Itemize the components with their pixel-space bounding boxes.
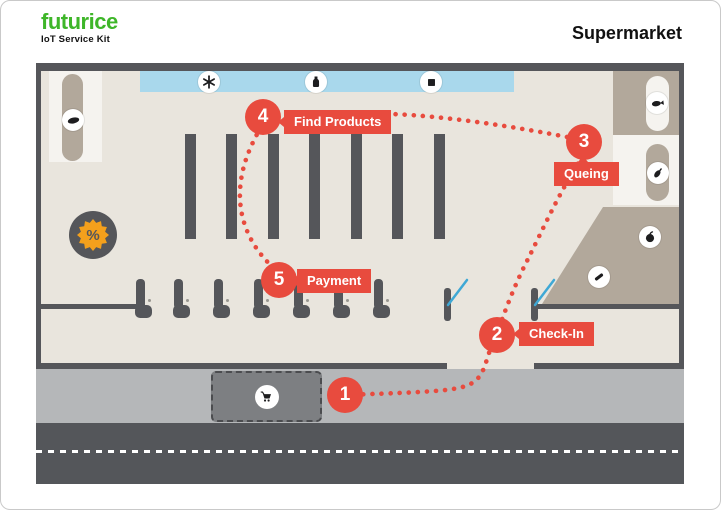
- aisle-shelf: [226, 134, 237, 239]
- aisle-shelf: [351, 134, 362, 239]
- checkout-wall-left: [36, 304, 139, 309]
- wall-top: [36, 63, 684, 71]
- facade-wall-right: [534, 363, 684, 369]
- road-center-line: [36, 450, 684, 453]
- step-label-queing: Queing: [554, 156, 619, 186]
- discount-badge: %: [69, 211, 117, 259]
- checkout-counter: [293, 279, 312, 319]
- shopping-cart-icon: [254, 384, 279, 409]
- aisle-shelf: [268, 134, 279, 239]
- aisle-shelf: [309, 134, 320, 239]
- wall-right: [679, 63, 684, 369]
- step-marker-1: 1: [327, 377, 363, 413]
- road: [36, 423, 684, 484]
- page-title: Supermarket: [571, 23, 682, 43]
- step-label-find-products: Find Products: [277, 110, 392, 134]
- entrance-gate: [531, 288, 538, 321]
- cart-shelter: [211, 371, 322, 422]
- step-marker-2: 2: [479, 317, 515, 353]
- logo-wordmark: futurice: [41, 9, 118, 34]
- aisle-shelf: [434, 134, 445, 239]
- eggplant-icon: [647, 162, 669, 184]
- percent-icon: %: [86, 226, 100, 244]
- entrance-gate: [444, 288, 451, 321]
- bread-icon: [62, 109, 84, 131]
- fish-icon: [646, 92, 668, 114]
- step-marker-5: 5: [261, 262, 297, 298]
- checkout-counter: [173, 279, 192, 319]
- checkout-counter: [373, 279, 392, 319]
- step-marker-3: 3: [566, 124, 602, 160]
- step-label-check-in: Check-In: [513, 322, 594, 346]
- facade-wall-left: [36, 363, 447, 369]
- aisle-shelf: [185, 134, 196, 239]
- checkout-counter: [253, 279, 272, 319]
- step-label-payment: Payment: [290, 269, 372, 293]
- futurice-logo: futurice IoT Service Kit: [41, 9, 118, 46]
- logo-subtitle: IoT Service Kit: [41, 34, 110, 45]
- snowflake-icon: [198, 71, 220, 93]
- banana-icon: [588, 266, 610, 288]
- package-icon: [420, 71, 442, 93]
- apple-icon: [639, 226, 661, 248]
- checkout-counter: [213, 279, 232, 319]
- bottle-icon: [305, 71, 327, 93]
- wall-left: [36, 63, 41, 369]
- supermarket-floor-plan: %: [36, 63, 684, 484]
- checkout-wall-right: [531, 304, 684, 309]
- checkout-counter: [135, 279, 154, 319]
- aisle-shelf: [392, 134, 403, 239]
- starburst-icon: [77, 219, 109, 251]
- step-marker-4: 4: [245, 99, 281, 135]
- header: futurice IoT Service Kit Supermarket: [1, 1, 720, 63]
